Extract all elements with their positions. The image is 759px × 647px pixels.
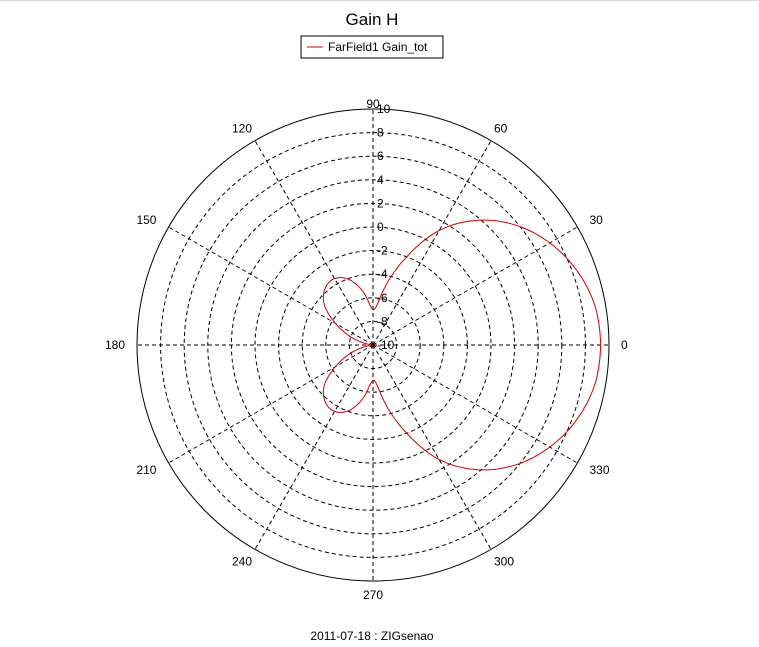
polar-grid xyxy=(136,108,610,582)
radial-tick-label: -8 xyxy=(377,314,388,328)
outer-circle xyxy=(136,108,610,582)
grid-spoke xyxy=(168,226,374,346)
legend-box xyxy=(300,35,444,59)
radial-tick-label: -2 xyxy=(377,244,388,258)
series-layer xyxy=(322,219,602,471)
angular-tick-label: 270 xyxy=(363,588,383,602)
radial-tick-label: -6 xyxy=(377,291,388,305)
grid-spoke xyxy=(168,344,374,464)
chart-title: Gain H xyxy=(346,10,399,29)
radial-tick-label: 10 xyxy=(377,102,391,116)
grid-spoke xyxy=(372,344,578,464)
radial-tick-label: 0 xyxy=(377,220,384,234)
grid-spoke xyxy=(372,140,492,346)
grid-circle xyxy=(254,226,492,464)
footer-caption: 2011-07-18 : ZIGsenao xyxy=(310,629,434,643)
angular-tick-label: 180 xyxy=(105,338,125,352)
grid-circle xyxy=(183,155,563,535)
angular-tick-label: 330 xyxy=(590,463,610,477)
angular-tick-label: 150 xyxy=(136,213,156,227)
angular-tick-label: 120 xyxy=(232,121,252,135)
grid-spoke xyxy=(372,226,578,346)
grid-spoke xyxy=(254,344,374,550)
legend: FarField1 Gain_tot xyxy=(300,35,444,59)
angular-tick-label: 90 xyxy=(366,97,380,111)
radial-tick-label: -4 xyxy=(377,267,388,281)
angular-tick-label: 240 xyxy=(232,555,252,569)
grid-circle xyxy=(207,179,539,511)
legend-label: FarField1 Gain_tot xyxy=(328,40,428,54)
angular-tick-label: 60 xyxy=(494,121,508,135)
grid-spoke xyxy=(254,140,374,346)
radial-tick-label: 4 xyxy=(377,173,384,187)
radial-tick-label: 6 xyxy=(377,149,384,163)
angular-tick-label: 30 xyxy=(590,213,604,227)
top-border xyxy=(0,0,759,1)
grid-spoke xyxy=(372,344,492,550)
grid-circle xyxy=(325,297,421,393)
radial-tick-label: 8 xyxy=(377,126,384,140)
series-line xyxy=(322,219,602,471)
angular-tick-label: 300 xyxy=(494,555,514,569)
angular-tick-label: 210 xyxy=(136,463,156,477)
tick-labels: -10 -8 -6 -4 -2 0 2 4 6 8 10 0 30 60 90 120 150 180 210 240… xyxy=(105,97,628,602)
angular-tick-label: 0 xyxy=(621,338,628,352)
radial-tick-label: 2 xyxy=(377,196,384,210)
radial-tick-label: -10 xyxy=(377,338,395,352)
